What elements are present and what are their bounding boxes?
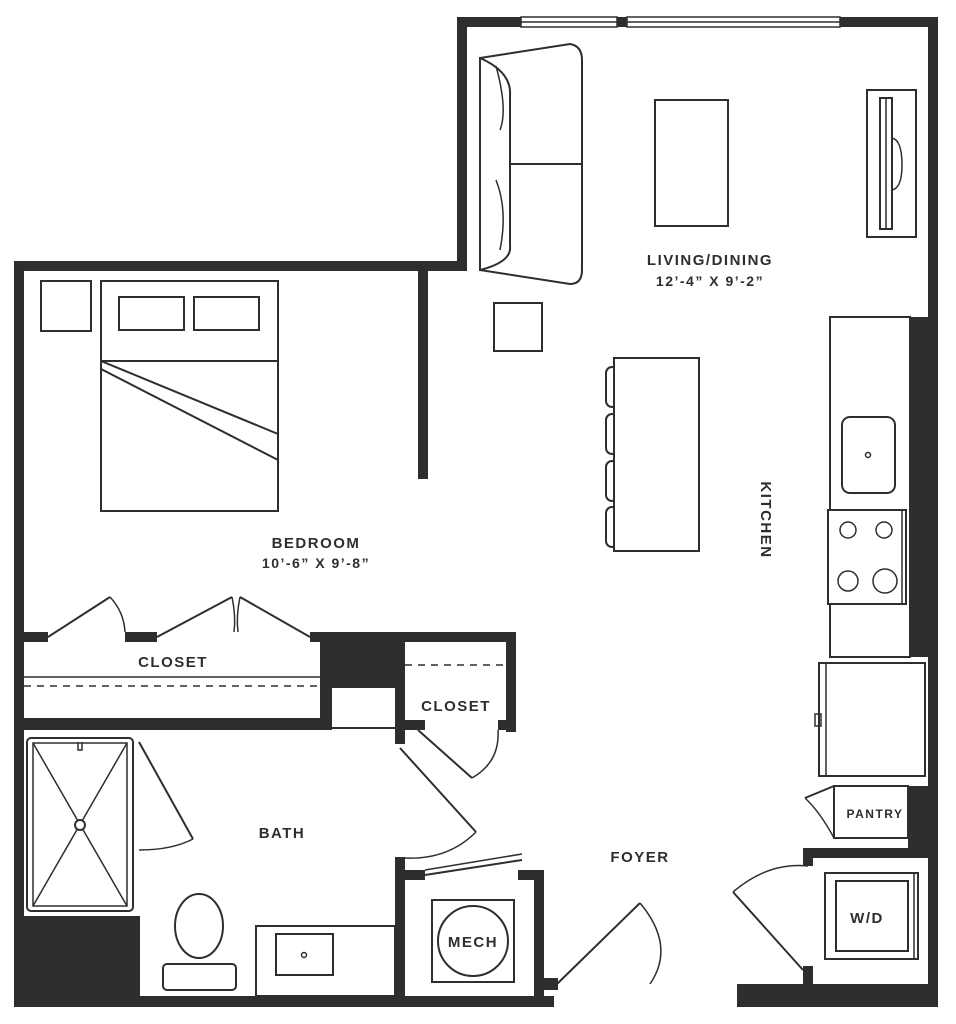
mech-closet	[424, 853, 523, 983]
foyer-closet	[405, 664, 506, 779]
bedroom-closet-label: CLOSET	[138, 654, 208, 671]
dining-island	[605, 357, 700, 552]
nightstand	[40, 280, 92, 332]
bedroom-dims: 10’-6” X 9’-8”	[262, 555, 370, 571]
pillow-left	[118, 296, 185, 331]
windows	[520, 16, 841, 28]
bedroom-furniture	[40, 280, 279, 512]
foyer-closet-label: CLOSET	[421, 698, 491, 715]
mech-label: MECH	[448, 934, 498, 951]
range	[827, 509, 907, 605]
bedroom-label: BEDROOM	[272, 535, 361, 552]
pantry	[804, 785, 909, 839]
room-labels: LIVING/DINING 12’-4” X 9’-2” BEDROOM 10’…	[138, 252, 904, 951]
pantry-label: PANTRY	[847, 807, 904, 821]
coffee-table	[654, 99, 729, 227]
side-table	[493, 302, 543, 352]
kitchen-counter	[814, 316, 926, 777]
kitchen-label: KITCHEN	[757, 481, 774, 558]
tv-console	[866, 89, 917, 238]
refrigerator	[818, 662, 926, 777]
living-dining-label: LIVING/DINING	[647, 252, 773, 269]
interior-walls	[14, 261, 938, 1007]
pillow-right	[193, 296, 260, 331]
foyer-label: FOYER	[610, 849, 669, 866]
bath-fixtures	[26, 737, 396, 997]
sink	[841, 416, 896, 494]
living-dining-dims: 12’-4” X 9’-2”	[656, 273, 764, 289]
closet-bifold-doors	[47, 596, 311, 638]
washer-dryer-label: W/D	[850, 910, 884, 927]
sofa	[479, 42, 583, 286]
bath-label: BATH	[259, 825, 306, 842]
laundry	[732, 864, 919, 971]
toilet	[162, 893, 237, 991]
